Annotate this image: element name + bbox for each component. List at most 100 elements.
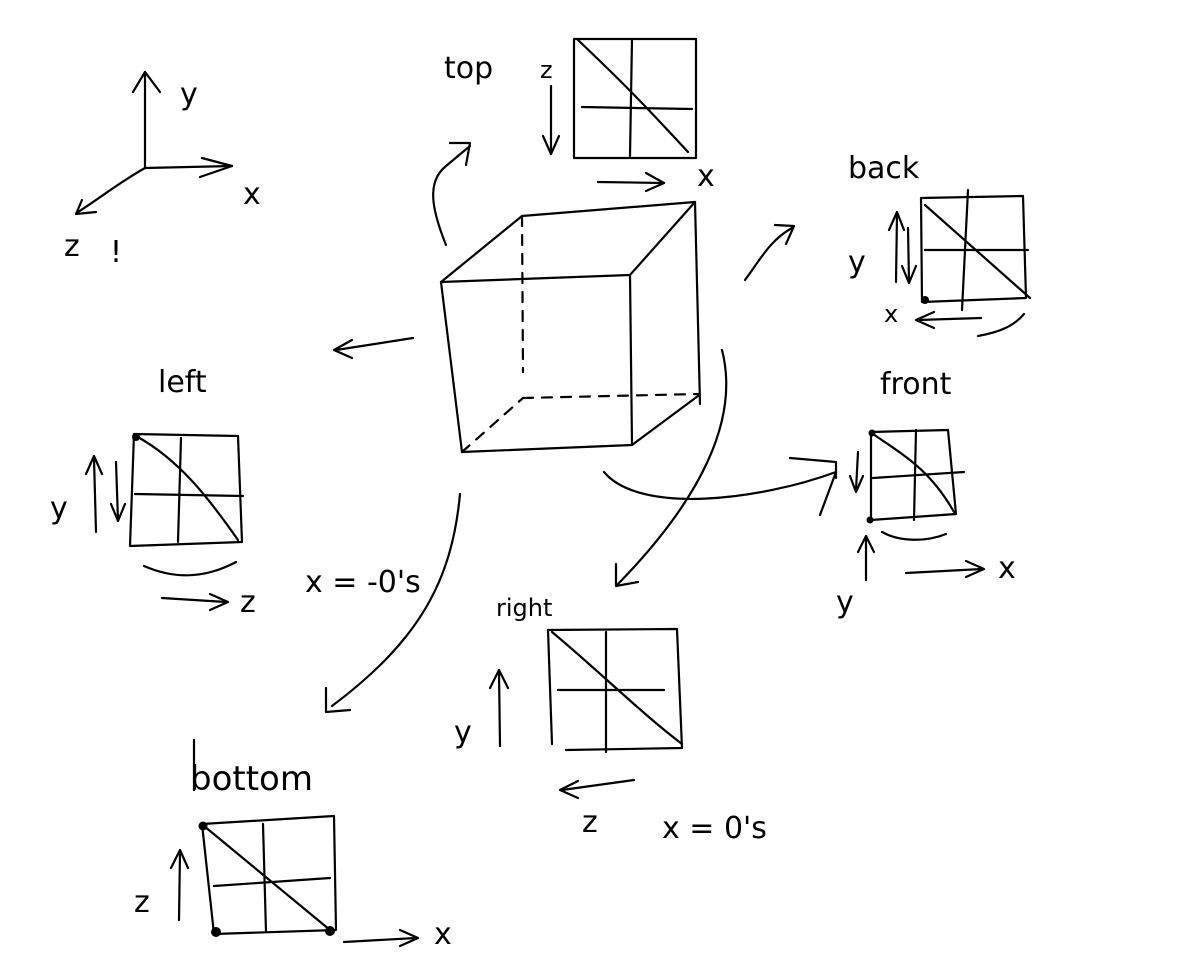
cube-front-face: [439, 273, 634, 454]
axis-label-z-mark: !: [110, 235, 122, 270]
cube-hidden-bottom-edge: [521, 392, 700, 400]
arrow-to-top: [432, 144, 472, 247]
face-top-axis-h-label: x: [697, 159, 715, 194]
face-right-diagonal: [550, 630, 684, 746]
arrow-to-back-head: [773, 223, 796, 246]
face-right-note: x = 0's: [662, 811, 767, 846]
face-bottom-axis-v-label: z: [134, 885, 150, 920]
face-right-left-edge: [546, 628, 554, 746]
face-bottom-h-arrow-head: [398, 928, 420, 948]
face-right-h-arrow: [560, 778, 636, 792]
face-front-label: front: [880, 367, 952, 402]
face-left-box: [128, 432, 244, 548]
face-front-h-arrow-head: [964, 559, 986, 579]
cube-back-right-edge: [693, 200, 702, 406]
face-right-h-arrow-head: [558, 779, 580, 800]
face-right-label: right: [496, 594, 552, 622]
cube: [439, 200, 702, 454]
face-front-diagonal: [871, 432, 956, 514]
face-top-v-arrow-head: [541, 134, 561, 156]
face-back: back y x: [848, 151, 1032, 338]
face-left: left y z x = -0's: [50, 365, 421, 620]
face-left-horizontal-divider: [133, 492, 245, 498]
arrow-to-bottom: [330, 492, 462, 708]
y-axis-arrowhead: [131, 70, 162, 94]
cube-hidden-depth-edge: [460, 396, 525, 454]
face-top-axis-v-label: z: [540, 56, 553, 84]
face-top-diagonal: [576, 38, 690, 154]
face-front-top-dot: [868, 429, 876, 437]
face-right: right y z x = 0's: [454, 594, 767, 846]
face-left-v-arrow-down: [114, 460, 120, 522]
face-top-vertical-divider: [628, 37, 634, 158]
face-back-axis-v-label: y: [848, 245, 866, 280]
face-bottom-v-arrow-head: [169, 848, 190, 870]
face-left-note: x = -0's: [305, 565, 421, 600]
face-right-axis-v-label: y: [454, 715, 472, 750]
axis-label-x: x: [243, 177, 261, 212]
face-right-v-arrow: [497, 670, 502, 748]
face-bottom-vertical-divider: [261, 822, 268, 934]
face-back-label: back: [848, 151, 920, 186]
face-left-v-arrow-up-head: [84, 454, 104, 476]
face-front-v-arrow-down-head: [848, 474, 865, 494]
face-right-box: [546, 627, 684, 752]
face-back-h-arrow-left-head: [914, 310, 936, 330]
face-top-label: top: [444, 51, 493, 86]
face-top-h-arrow: [596, 180, 666, 185]
arrow-to-left: [334, 336, 415, 352]
face-front-v-arrow-down: [854, 450, 860, 492]
axis-label-y: y: [180, 77, 198, 112]
face-left-axis-h-label: z: [240, 585, 256, 620]
face-back-v-arrow-up-head: [887, 210, 906, 232]
face-left-v-arrow-up: [92, 456, 98, 534]
face-back-v-arrow-down-head: [900, 264, 918, 285]
arrow-to-bottom-head: [324, 686, 352, 714]
face-back-h-arrow-right: [976, 312, 1026, 338]
face-front: front y x: [836, 367, 1016, 620]
z-axis-line: [76, 166, 147, 214]
face-back-v-arrow-down: [906, 226, 911, 284]
face-top-box: [572, 37, 698, 160]
arrow-to-top-head: [448, 141, 472, 167]
face-top: top z x: [444, 37, 715, 194]
face-top-horizontal-divider: [580, 105, 694, 111]
face-back-diagonal: [923, 203, 1032, 300]
face-left-diagonal: [134, 434, 240, 542]
cube-top-right-edge: [628, 200, 697, 277]
z-axis-arrowhead: [74, 198, 98, 216]
face-front-box: [869, 428, 958, 522]
axis-label-z: z: [64, 229, 80, 264]
face-front-h-arrow: [904, 567, 984, 575]
cube-bottom-right-edge: [630, 394, 700, 447]
face-left-label: left: [158, 365, 207, 400]
face-left-vertical-divider: [176, 436, 183, 544]
face-bottom-axis-h-label: x: [434, 917, 452, 952]
arrow-to-left-head: [332, 338, 354, 360]
cube-hidden-vertical-edge: [520, 214, 525, 374]
axis-triad: y x z !: [64, 70, 261, 270]
face-left-origin-dot: [132, 433, 140, 441]
face-bottom-label: bottom: [190, 759, 313, 799]
face-front-origin-dot: [866, 516, 874, 524]
arrow-to-front-head: [788, 456, 838, 480]
face-bottom: bottom z x: [134, 738, 452, 952]
face-left-h-arrow-curve: [142, 560, 238, 577]
face-bottom-top-dot: [198, 821, 208, 831]
face-front-horizontal-divider: [871, 470, 966, 480]
face-back-axis-h-label: x: [884, 300, 898, 328]
face-front-h-arrow-curve: [880, 530, 948, 541]
face-front-axis-v-label: y: [836, 585, 854, 620]
arrow-to-right-head: [614, 562, 640, 588]
face-left-axis-v-label: y: [50, 491, 68, 526]
face-back-h-arrow-left: [916, 316, 983, 322]
face-arrows: [324, 141, 838, 714]
arrow-to-front: [602, 470, 838, 517]
x-axis-arrowhead: [198, 156, 234, 179]
face-back-origin-dot: [921, 296, 929, 304]
arrow-to-right: [616, 348, 728, 586]
face-bottom-h-arrow: [342, 936, 418, 944]
face-bottom-right-dot: [325, 926, 335, 936]
